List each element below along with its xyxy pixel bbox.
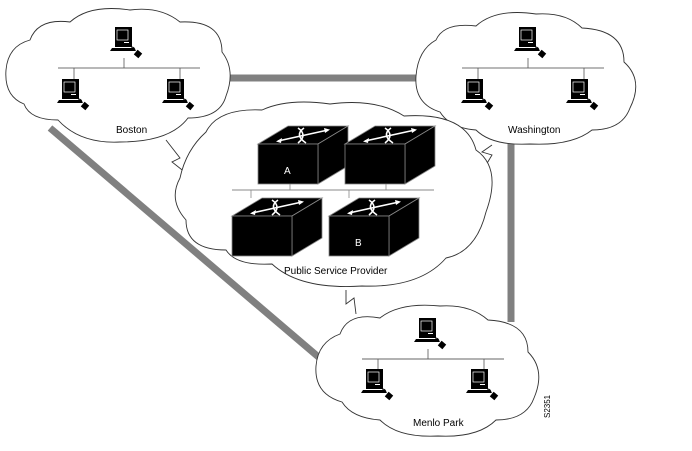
site-label-washington: Washington xyxy=(508,125,560,136)
lightning-link-boston[interactable] xyxy=(165,139,187,174)
site-label-menlo-park: Menlo Park xyxy=(413,418,465,429)
wan-links xyxy=(47,74,515,363)
figure-id: S2351 xyxy=(543,394,552,418)
cloud-washington xyxy=(415,12,637,145)
cloud-boston xyxy=(5,8,231,143)
site-label-boston: Boston xyxy=(116,125,147,136)
lightning-link-washington[interactable] xyxy=(480,144,493,166)
site-washington: Washington xyxy=(415,12,637,145)
switch-label-a: A xyxy=(284,166,291,177)
site-menlo-park: Menlo Park xyxy=(315,304,540,437)
provider-label: Public Service Provider xyxy=(284,266,388,277)
site-boston: Boston xyxy=(5,8,231,143)
public-service-provider: A B Public Service Provider xyxy=(174,101,493,287)
cloud-menlo-park xyxy=(315,304,540,437)
provider-links xyxy=(165,139,493,315)
switch-label-b: B xyxy=(355,238,362,249)
wan-link-boston-menlo-park[interactable] xyxy=(47,125,325,363)
lightning-link-menlo-park[interactable] xyxy=(345,290,357,315)
